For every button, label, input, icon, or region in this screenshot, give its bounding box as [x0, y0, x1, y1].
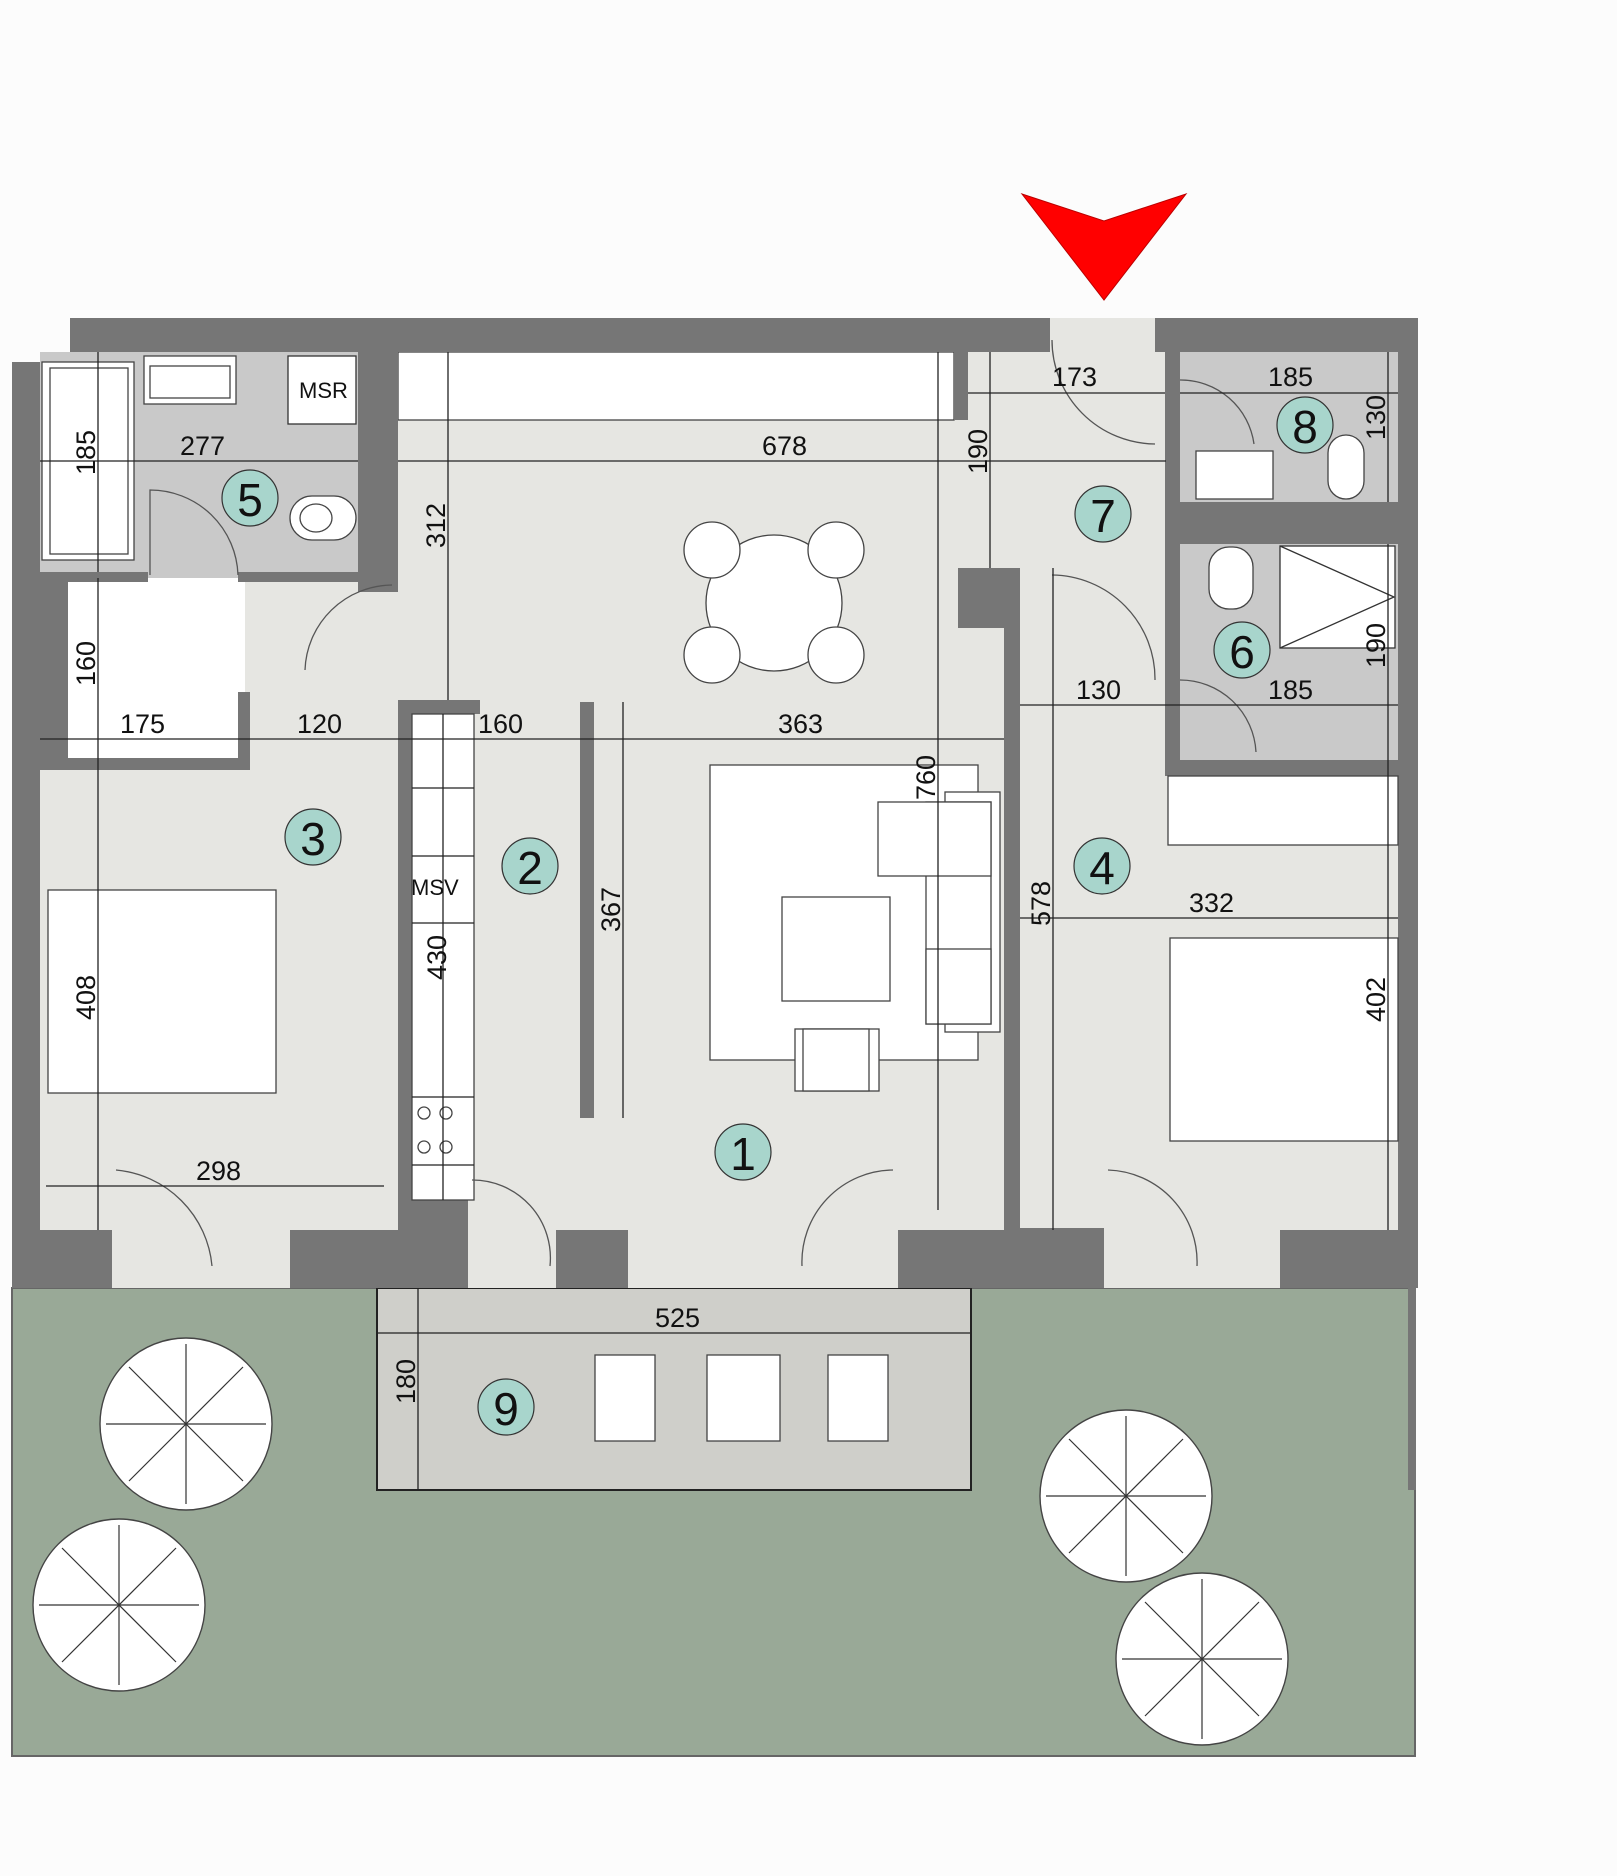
svg-text:7: 7 — [1090, 490, 1116, 542]
stove-icon — [417, 1106, 453, 1154]
room-badge-8: 8 — [1276, 396, 1334, 454]
dim-living-depth: 312 — [421, 503, 451, 548]
dim-wc8-width: 185 — [1268, 362, 1313, 392]
dim-bedroom4-height: 578 — [1026, 881, 1056, 926]
dim-terrace-width: 525 — [655, 1303, 700, 1333]
dim-living-width: 678 — [762, 431, 807, 461]
furniture — [41, 355, 1399, 1442]
dim-bath6-width: 185 — [1268, 675, 1313, 705]
dim-closet3-height: 160 — [71, 641, 101, 686]
room-badge-5: 5 — [221, 469, 279, 527]
dim-bath5-height: 185 — [71, 430, 101, 475]
room-badge-9: 9 — [477, 1378, 535, 1436]
room-badge-7: 7 — [1074, 485, 1132, 543]
dim-hall-depth: 190 — [963, 429, 993, 474]
svg-text:6: 6 — [1229, 626, 1255, 678]
svg-text:4: 4 — [1089, 842, 1115, 894]
walls — [12, 318, 1418, 1288]
dim-terrace-depth: 180 — [391, 1359, 421, 1404]
entrance-arrow-icon — [1020, 193, 1188, 301]
svg-text:9: 9 — [493, 1383, 519, 1435]
dim-island-length: 367 — [596, 887, 626, 932]
room-badge-6: 6 — [1213, 621, 1271, 679]
dim-wc8-height: 130 — [1361, 395, 1391, 440]
room-badge-3: 3 — [284, 808, 342, 866]
doors — [115, 339, 1257, 1267]
dim-bath5-width: 277 — [180, 431, 225, 461]
svg-text:2: 2 — [517, 842, 543, 894]
room-badge-1: 1 — [714, 1123, 772, 1181]
dimension-labels: 185 277 312 678 190 173 185 130 160 175 … — [71, 362, 1391, 1404]
room-badge-4: 4 — [1073, 837, 1131, 895]
dim-bedroom4-bed: 402 — [1361, 977, 1391, 1022]
tree-icon — [32, 1337, 1289, 1746]
svg-text:1: 1 — [730, 1128, 756, 1180]
dim-kitchen-height: 430 — [422, 935, 452, 980]
dim-living-width2: 363 — [778, 709, 823, 739]
dim-hall-width: 173 — [1052, 362, 1097, 392]
room-badge-2: 2 — [501, 837, 559, 895]
dim-bedroom3-height: 408 — [71, 975, 101, 1020]
dim-bedroom4-width: 332 — [1189, 888, 1234, 918]
dim-bedroom3-width: 298 — [196, 1156, 241, 1186]
svg-text:8: 8 — [1292, 401, 1318, 453]
dim-kitchen-width: 160 — [478, 709, 523, 739]
msv-label: MSV — [411, 875, 459, 900]
dim-closet3-width: 175 — [120, 709, 165, 739]
dim-overall-height: 760 — [911, 755, 941, 800]
dim-hall2-width: 130 — [1076, 675, 1121, 705]
dim-bath6-height: 190 — [1361, 623, 1391, 668]
dim-corridor-width: 120 — [297, 709, 342, 739]
dimension-lines — [40, 352, 1398, 1490]
svg-text:5: 5 — [237, 474, 263, 526]
svg-text:3: 3 — [300, 813, 326, 865]
msr-label: MSR — [299, 378, 348, 403]
